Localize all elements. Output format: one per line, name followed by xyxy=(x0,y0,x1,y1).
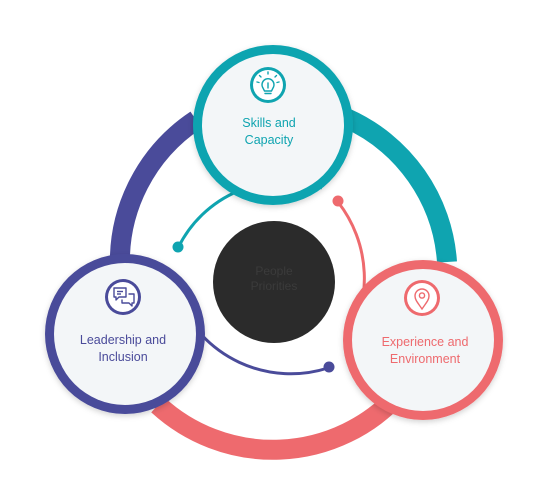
inner-arc-teal-dot xyxy=(172,241,184,253)
node-experience-label: Experience and Environment xyxy=(382,334,469,368)
center-label-line1: People xyxy=(255,264,293,278)
outer-ring-coral-segment xyxy=(151,388,406,460)
node-leadership-label-line1: Leadership and xyxy=(79,333,167,347)
center-circle xyxy=(213,221,335,343)
node-leadership-and-inclusion xyxy=(45,254,205,414)
node-skills-label-line1: Skills and xyxy=(242,116,296,130)
node-leadership-label: Leadership and Inclusion xyxy=(80,332,166,366)
node-experience-label-line1: Experience and xyxy=(381,335,469,349)
node-leadership-label-line2: Inclusion xyxy=(98,350,148,364)
node-experience-and-environment xyxy=(343,260,503,420)
inner-arc-coral-dot xyxy=(332,195,344,207)
center-label-line2: Priorities xyxy=(250,279,298,293)
node-skills-label-line2: Capacity xyxy=(244,133,294,147)
inner-arc-navy-dot xyxy=(323,361,335,373)
lightbulb-icon xyxy=(256,71,280,95)
chat-bubbles-icon xyxy=(113,287,135,307)
node-experience-label-line2: Environment xyxy=(389,352,461,366)
center-label: People Priorities xyxy=(251,264,298,294)
location-pin-icon xyxy=(414,288,430,311)
outer-ring-navy-segment xyxy=(109,111,202,269)
node-skills-and-capacity xyxy=(193,45,353,205)
outer-ring-teal-segment xyxy=(341,108,457,263)
node-skills-label: Skills and Capacity xyxy=(242,115,296,149)
